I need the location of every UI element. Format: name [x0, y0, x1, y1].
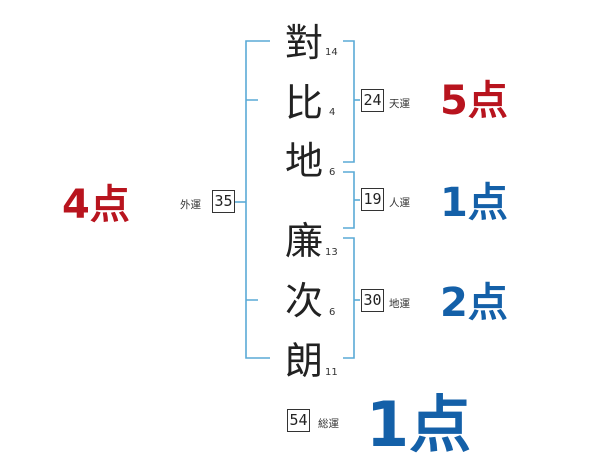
- name-char-5: 次: [284, 279, 323, 323]
- jin-label: 人運: [389, 197, 410, 209]
- name-char-1: 對: [284, 21, 323, 65]
- gai-value-box: 35: [212, 190, 235, 213]
- name-char-6: 朗: [284, 339, 323, 383]
- ten-label: 天運: [389, 98, 410, 110]
- name-char-3: 地: [284, 139, 323, 183]
- gai-score: 4点: [62, 182, 130, 228]
- chi-value-box: 30: [361, 289, 384, 312]
- stroke-count-2: 4: [329, 107, 336, 118]
- stroke-count-5: 6: [329, 307, 336, 318]
- chi-score: 2点: [440, 280, 508, 326]
- ten-value-box: 24: [361, 89, 384, 112]
- sou-label: 総運: [318, 418, 339, 430]
- ten-score: 5点: [440, 78, 508, 124]
- stroke-count-1: 14: [325, 47, 338, 58]
- name-char-2: 比: [284, 81, 323, 125]
- stroke-count-6: 11: [325, 367, 338, 378]
- gai-bracket: [245, 40, 270, 359]
- jin-value-box: 19: [361, 188, 384, 211]
- jin-score: 1点: [440, 180, 508, 226]
- stroke-count-4: 13: [325, 247, 338, 258]
- chi-bracket: [343, 237, 355, 359]
- stroke-count-3: 6: [329, 167, 336, 178]
- ten-bracket: [343, 40, 355, 163]
- sou-value-box: 54: [287, 409, 310, 432]
- jin-bracket: [343, 171, 355, 229]
- sou-score: 1点: [366, 388, 472, 461]
- name-char-4: 廉: [284, 219, 323, 263]
- chi-label: 地運: [389, 298, 410, 310]
- gai-label: 外運: [180, 199, 201, 211]
